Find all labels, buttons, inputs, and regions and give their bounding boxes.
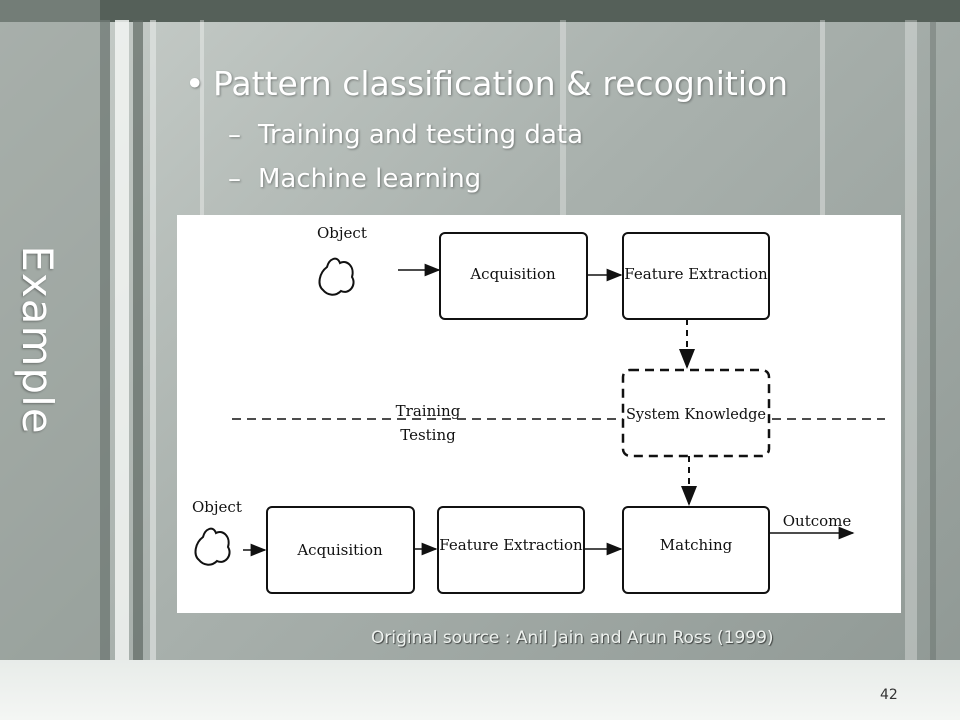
- feature-extraction-box-training: [622, 232, 770, 320]
- system-knowledge-box: [621, 368, 771, 458]
- object-blob-icon: [318, 257, 355, 296]
- pattern-recognition-diagram: Object Acquisition Feature Extraction Tr…: [177, 215, 901, 613]
- matching-box: [622, 506, 770, 594]
- bullet-marker: •: [185, 64, 205, 103]
- acquisition-label-testing: Acquisition: [296, 541, 383, 559]
- system-knowledge-label: System Knowledge: [626, 407, 766, 423]
- page-number: 42: [880, 687, 898, 703]
- feature-extraction-box-testing: [437, 506, 585, 594]
- outcome-label: Outcome: [783, 512, 852, 530]
- matching-label: Matching: [660, 536, 733, 554]
- acquisition-label-training: Acquisition: [469, 265, 556, 283]
- object-label-testing: Object: [192, 498, 242, 516]
- object-blob-icon: [194, 527, 231, 566]
- sub-bullet-marker: –: [228, 164, 241, 194]
- acquisition-box-training: [439, 232, 588, 320]
- testing-label: Testing: [400, 426, 456, 444]
- main-bullet-text: Pattern classification & recognition: [213, 64, 789, 103]
- feature-extraction-label-testing: Feature Extraction: [439, 536, 583, 554]
- sub-bullet: –Training and testing data: [228, 120, 583, 150]
- sub-bullet-text: Training and testing data: [258, 120, 583, 150]
- slide-side-title: Example: [13, 245, 62, 435]
- training-label: Training: [396, 402, 461, 420]
- acquisition-box-testing: [266, 506, 415, 594]
- source-citation: Original source : Anil Jain and Arun Ros…: [371, 628, 774, 648]
- footer-bar: [0, 660, 960, 720]
- sub-bullet-marker: –: [228, 120, 241, 150]
- object-label-training: Object: [317, 224, 367, 242]
- sub-bullet-text: Machine learning: [258, 164, 482, 194]
- feature-extraction-label-training: Feature Extraction: [624, 265, 768, 283]
- sub-bullet: –Machine learning: [228, 164, 481, 194]
- main-bullet: •Pattern classification & recognition: [185, 64, 788, 103]
